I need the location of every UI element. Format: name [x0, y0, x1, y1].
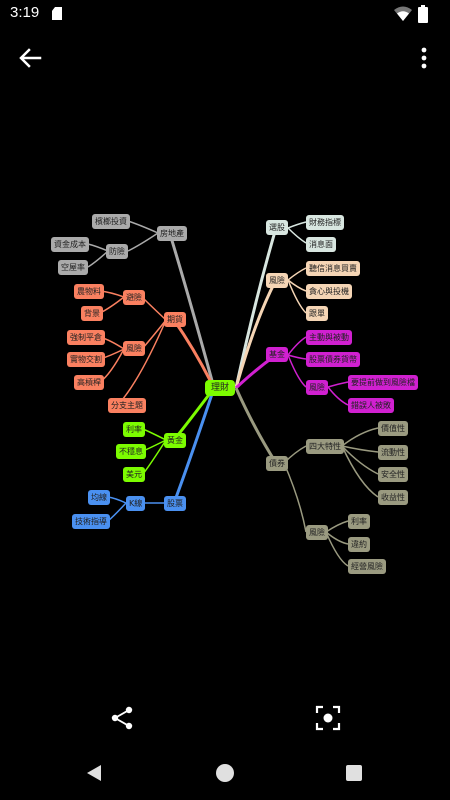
mindmap-node[interactable]: 不穩息: [116, 444, 146, 459]
mindmap-node[interactable]: 實物交割: [67, 352, 105, 367]
status-bar: 3:19: [0, 0, 450, 28]
mindmap-node[interactable]: 強制平倉: [67, 330, 105, 345]
mindmap-node[interactable]: 安全性: [378, 467, 408, 482]
mindmap-node[interactable]: 貪心與投機: [306, 284, 352, 299]
share-icon[interactable]: [108, 704, 136, 732]
mindmap-node[interactable]: 風險: [306, 525, 328, 540]
mindmap-node[interactable]: 避險: [123, 290, 145, 305]
back-arrow-icon[interactable]: [14, 42, 46, 74]
wifi-icon: [394, 6, 412, 21]
mindmap-node[interactable]: 聽信消息買賣: [306, 261, 360, 276]
mindmap-node[interactable]: 價值性: [378, 421, 408, 436]
nav-recents-icon[interactable]: [346, 765, 362, 781]
mindmap-node[interactable]: 技術指導: [72, 514, 110, 529]
mindmap-node[interactable]: 高槓桿: [74, 375, 104, 390]
mindmap-node[interactable]: 主動與被動: [306, 330, 352, 345]
mindmap-node[interactable]: 流動性: [378, 445, 408, 460]
mindmap-node[interactable]: 防險: [106, 244, 128, 259]
mindmap-node[interactable]: 經營風險: [348, 559, 386, 574]
mindmap-node[interactable]: 資金成本: [51, 237, 89, 252]
mindmap-node-risk[interactable]: 風險: [266, 273, 288, 288]
mindmap-node-futures[interactable]: 期貨: [164, 312, 186, 327]
mindmap-node[interactable]: 空屋率: [58, 260, 88, 275]
battery-icon: [418, 5, 428, 23]
mindmap-node-bonds[interactable]: 債券: [266, 456, 288, 471]
mindmap-node[interactable]: 風險: [306, 380, 328, 395]
mindmap-node[interactable]: 收益性: [378, 490, 408, 505]
mindmap-node[interactable]: 美元: [123, 467, 145, 482]
mindmap-node[interactable]: 背景: [81, 306, 103, 321]
mindmap-node-stocks[interactable]: 股票: [164, 496, 186, 511]
status-time: 3:19: [10, 4, 40, 21]
mindmap-node[interactable]: 要提前做到風險檔: [348, 375, 418, 390]
mindmap-node[interactable]: 消息面: [306, 237, 336, 252]
mindmap-node-gold[interactable]: 黃金: [164, 433, 186, 448]
mindmap-node[interactable]: 跟單: [306, 306, 328, 321]
mindmap-node[interactable]: 財務指標: [306, 215, 344, 230]
mindmap-node[interactable]: 利率: [348, 514, 370, 529]
mindmap-node[interactable]: 分支主題: [108, 398, 146, 413]
mindmap-node-funds[interactable]: 基金: [266, 347, 288, 362]
mindmap-node[interactable]: 股票債券貨幣: [306, 352, 360, 367]
mindmap-node[interactable]: 利率: [123, 422, 145, 437]
mindmap-node[interactable]: 錯誤人被敗: [348, 398, 394, 413]
mindmap-node[interactable]: 農物料: [74, 284, 104, 299]
nav-back-icon[interactable]: [84, 763, 104, 783]
nav-home-icon[interactable]: [216, 764, 234, 782]
mindmap-node[interactable]: K線: [126, 496, 146, 511]
mindmap-node[interactable]: 四大特性: [306, 439, 344, 454]
mindmap-node[interactable]: 違約: [348, 537, 370, 552]
mindmap-node-real-estate[interactable]: 房地產: [157, 226, 187, 241]
mindmap-root-node[interactable]: 理財: [205, 380, 236, 396]
scan-focus-icon[interactable]: [314, 704, 342, 732]
mindmap-node-stock-picking[interactable]: 選股: [266, 220, 288, 235]
mindmap-node[interactable]: 風險: [123, 341, 145, 356]
mindmap-node[interactable]: 均線: [88, 490, 110, 505]
more-options-icon[interactable]: [410, 42, 438, 74]
mindmap-node[interactable]: 檳榔投資: [92, 214, 130, 229]
sd-card-icon: [52, 7, 62, 20]
